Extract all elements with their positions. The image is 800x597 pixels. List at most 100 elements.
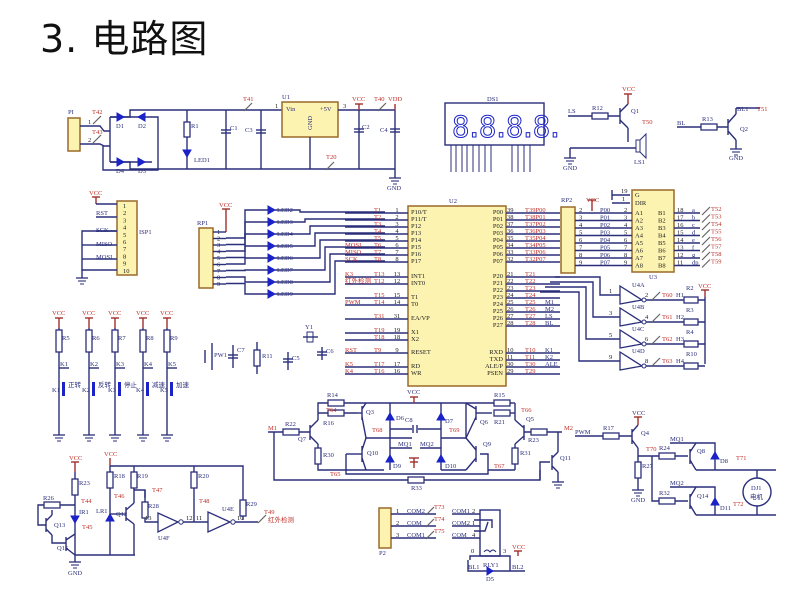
label-vin: Vin [286,106,296,113]
pin-label: 10 [237,515,244,522]
led-led9 [267,289,277,299]
u3-pin-number: 5 [624,230,627,237]
tp-t28: T28 [525,320,535,327]
mcu-pin-p01: P01 [493,216,503,223]
resistor-r1 [183,121,191,138]
net-label: MISO [345,249,362,256]
label-r2: R2 [686,285,694,292]
tp-t48: T48 [199,498,209,505]
label-r8: R8 [146,335,154,342]
bl-driver: BL R13 BL1 T51 Q2 GND [677,106,767,162]
label-r13: R13 [702,116,713,123]
tp-t45: T45 [82,524,92,531]
label-bl1: BL1 [737,106,749,113]
mcu-pin-p02: P02 [493,223,503,230]
net-label: BL [545,320,553,327]
mcu-pin-number: 8 [395,256,398,263]
mcu-pin-number: 19 [394,327,401,334]
net-label: LS [545,313,553,320]
mcu-pin-number: 6 [395,242,399,249]
relay-pin-number: 2 [472,508,475,515]
tp-t55: T55 [711,229,721,236]
mcu-pin-t0: T0 [411,301,418,308]
label-d8: D8 [720,458,728,465]
net-label: P06 [600,252,611,259]
led-array: RP1 VCC 123456789LED2LED3LED4LED5LED6LED… [197,202,385,299]
inverter-u4d [619,350,644,371]
switch-k2[interactable] [92,382,95,396]
tp-t36p03: T36P03 [525,228,546,235]
label-gnd: GND [563,165,577,172]
label-r7: R7 [118,335,126,342]
isp-pin-number: 10 [123,268,130,275]
tp-t58: T58 [711,251,721,258]
label-miso: MISO [96,241,113,248]
diode-d10 [436,453,446,463]
label-r28: R28 [148,503,159,510]
mcu-pin-int1: INT1 [411,273,425,280]
label-u4a: U4A [632,282,645,289]
u3-pin-a3: A3 [635,225,643,232]
tp-t71: T71 [736,455,746,462]
label-sw: K2 [82,387,90,394]
label-r5: R5 [62,335,70,342]
mcu-pin-number: 3 [395,221,398,228]
mcu-pin-int0: INT0 [411,280,425,287]
label-r20: R20 [198,473,209,480]
label-r14: R14 [327,392,339,399]
label-pw1: PW1 [214,352,227,359]
tp-t39p00: T39P00 [525,207,546,214]
mcu-pin-number: 9 [395,347,398,354]
tp-t43: T43 [92,129,102,136]
label-r16: R16 [323,420,335,427]
rp2-pin-number: 8 [579,252,582,259]
tp-t22: T22 [525,278,535,285]
net-label: H2 [676,314,684,321]
tp-t2: T2 [374,214,381,221]
u4-pin-number: 8 [645,358,648,365]
mcu-pin-number: 24 [507,292,514,299]
pin-label: 1 [622,196,625,203]
tp-t25: T25 [525,299,535,306]
label-ls1: LS1 [634,159,645,166]
label-d5: D5 [486,576,494,583]
label-r6: R6 [92,335,100,342]
switch-k4[interactable] [146,382,149,396]
tp-t29: T29 [525,368,535,375]
label-r23: R23 [528,437,539,444]
mcu-pin-number: 31 [394,313,401,320]
tp-t30: T30 [525,361,535,368]
mcu-pin-ea-vp: EA/VP [411,315,430,322]
key-function-label: 加速 [176,380,190,389]
net-label: COM [407,520,422,527]
switch-k3[interactable] [118,382,121,396]
switch-k5[interactable] [170,382,173,396]
motor-dj1 [742,477,772,507]
net-label: P02 [600,222,610,229]
tp-t4: T4 [374,228,382,235]
label-c3: C3 [245,127,253,134]
led-led8 [267,277,277,287]
tp-t34p05: T34P05 [525,242,546,249]
label-c7: C7 [237,347,245,354]
mcu-pin-number: 11 [507,354,513,361]
label-isp1: ISP1 [139,229,152,236]
tp-t69: T69 [449,427,459,434]
switch-k1[interactable] [62,382,65,396]
u3-pin-number: 17 [677,215,684,222]
pin-label: 3 [503,548,506,555]
led1 [182,149,192,159]
mcu-pin-number: 28 [507,320,514,327]
p2-pin-number: 2 [396,520,399,527]
isp-pin-number: 1 [123,203,126,210]
label-d6: D6 [396,415,405,422]
label-bl: BL [677,120,685,127]
relay-pin-number: 4 [472,532,476,539]
label-d3: D3 [138,168,146,175]
diode-d3 [137,157,147,167]
mcu-pin-number: 10 [507,347,514,354]
net-label: PWM [345,299,361,306]
label-pwm: PWM [575,429,591,436]
label-gnd: GND [631,497,645,504]
net-label: K1 [545,347,553,354]
